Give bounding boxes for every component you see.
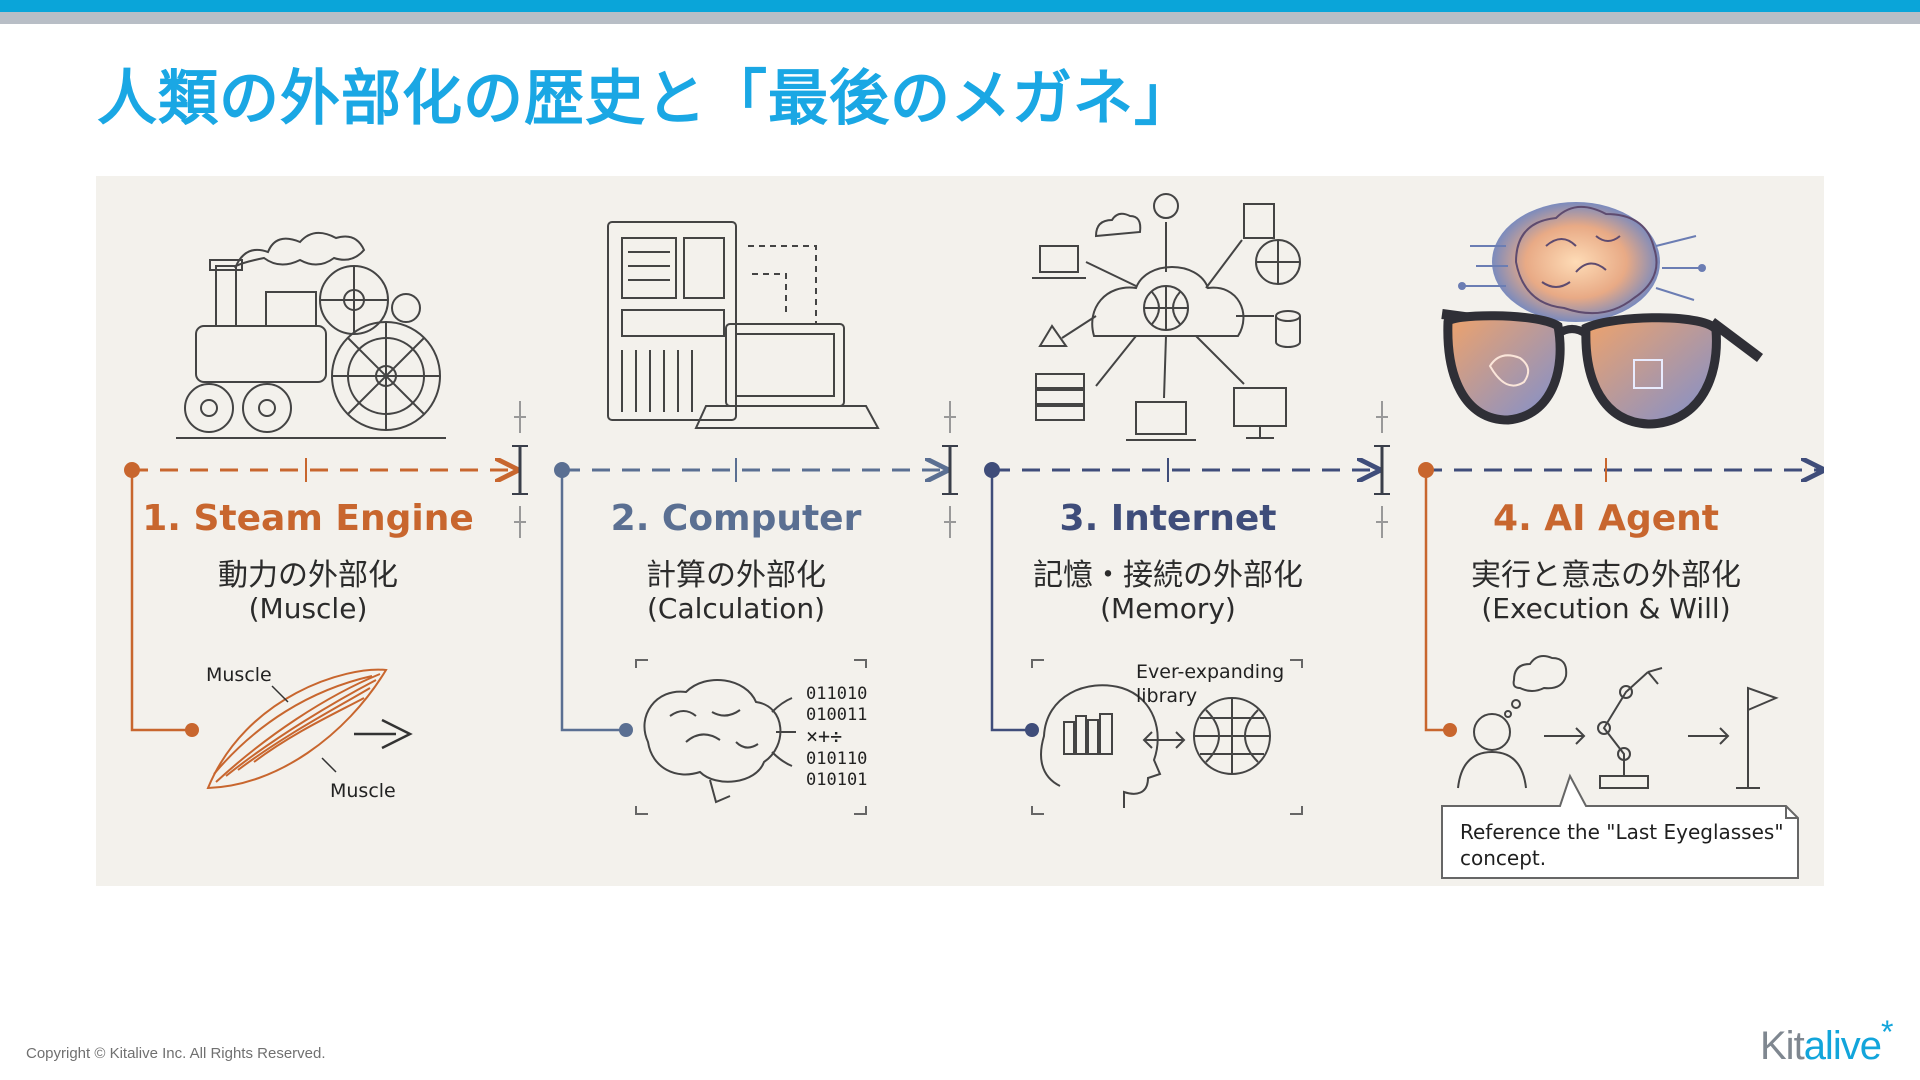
ai-brain-icon [1458, 202, 1706, 322]
muscle-icon [206, 668, 413, 790]
timeline-infographic: 1. Steam Engine 動力の外部化 (Muscle) 2. Compu… [96, 176, 1824, 886]
stage-3-title: 3. Internet [1059, 498, 1277, 539]
binary-line-3: ×+÷ [806, 724, 843, 748]
cloud-network-icon [1032, 193, 1302, 441]
binary-line-2: 010011 [806, 705, 868, 725]
computer-icon [607, 221, 880, 429]
library-label: Ever-expanding library [1136, 661, 1285, 707]
logo-main-text: Kit [1760, 1024, 1805, 1068]
muscle-label-top: Muscle [206, 664, 272, 686]
muscle-pointer-top [271, 685, 289, 703]
brain-icon [643, 678, 796, 804]
library-frame [1031, 659, 1303, 815]
muscle-label-bottom: Muscle [330, 780, 396, 802]
stage-2-english: (Calculation) [646, 592, 826, 625]
stage-1-subtitle: 動力の外部化 [218, 558, 398, 593]
stage-4-title: 4. AI Agent [1493, 498, 1719, 539]
stage-4-english: (Execution & Will) [1481, 592, 1731, 625]
stage-connectors [124, 462, 1457, 737]
binary-line-5: 010101 [806, 770, 868, 790]
globe-icon [1193, 697, 1271, 775]
logo-star-icon: * [1880, 1014, 1893, 1050]
stage-2-title: 2. Computer [610, 498, 862, 539]
stage-3-subtitle: 記憶・接続の外部化 [1033, 558, 1303, 593]
stage-4-subtitle: 実行と意志の外部化 [1471, 558, 1741, 593]
stage-1-english: (Muscle) [248, 592, 368, 625]
slide-title: 人類の外部化の歴史と「最後のメガネ」 [97, 64, 1195, 134]
copyright-text: Copyright © Kitalive Inc. All Rights Res… [26, 1045, 326, 1062]
callout-text: Reference the "Last Eyeglasses" concept. [1460, 820, 1784, 870]
timeline-line [130, 458, 1820, 482]
stage-separators [512, 401, 1390, 538]
logo-accent-text: alive [1803, 1024, 1882, 1068]
top-gray-bar [0, 12, 1920, 24]
stage-3-english: (Memory) [1100, 592, 1236, 625]
top-accent-bar [0, 0, 1920, 12]
callout-box [1441, 773, 1799, 879]
stage-1-title: 1. Steam Engine [142, 498, 474, 539]
steam-engine-icon [176, 231, 446, 439]
head-with-books-icon [1040, 684, 1186, 808]
binary-line-1: 011010 [806, 684, 868, 704]
stage-2-subtitle: 計算の外部化 [646, 558, 826, 593]
computation-frame [635, 659, 867, 815]
muscle-pointer-bottom [321, 757, 337, 773]
company-logo: Kitalive* [1760, 1014, 1893, 1069]
timeline-illustration [124, 193, 1824, 879]
eyeglasses-icon [1441, 309, 1763, 429]
binary-line-4: 010110 [806, 749, 868, 769]
agent-workflow-icon [1457, 655, 1779, 789]
